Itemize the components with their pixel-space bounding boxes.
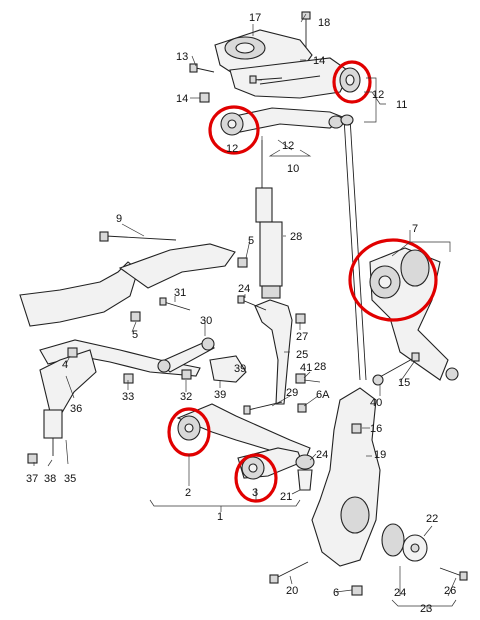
nut-16 [351, 423, 362, 434]
highlight-circle-wishbone-bushing [348, 238, 438, 322]
part-label: 31 [174, 287, 186, 299]
nut-6 [351, 585, 363, 596]
part-label: 26 [444, 585, 456, 597]
highlight-circle-upper-arm-bushing [208, 105, 260, 155]
wishbone-7 [369, 247, 459, 381]
part-label: 23 [420, 603, 432, 615]
part-label: 19 [374, 449, 386, 461]
bracket-39 [209, 355, 247, 383]
nut-28-b [295, 373, 306, 384]
bolt-15 [377, 352, 420, 379]
part-label: 21 [280, 491, 292, 503]
part-label: 7 [412, 223, 418, 235]
part-labels: 17 18 13 14 14 12 11 12 12 10 9 5 28 7 2… [26, 12, 456, 615]
part-label: 29 [286, 387, 298, 399]
part-label: 24 [238, 283, 250, 295]
part-label: 27 [296, 331, 308, 343]
nut-28-a [295, 313, 306, 324]
part-label: 28 [290, 231, 302, 243]
ball-joint-24 [295, 454, 315, 491]
bolt-31 [159, 297, 191, 311]
coupling-rod [340, 114, 367, 381]
part-label: 24 [394, 587, 406, 599]
part-label: 20 [286, 585, 298, 597]
hub-22 [381, 523, 428, 562]
bolt-25 [439, 567, 468, 581]
highlight-circle-top-right-bushing [332, 60, 372, 104]
part-label: 15 [398, 377, 410, 389]
bolt-18 [301, 11, 311, 48]
part-label: 35 [64, 473, 76, 485]
part-label: 6A [316, 389, 330, 401]
drop-link [157, 337, 216, 373]
part-label: 28 [314, 361, 326, 373]
nut-5-upper [237, 257, 248, 268]
part-label: 3 [252, 487, 258, 499]
part-label: 1 [217, 511, 223, 523]
part-label: 9 [116, 213, 122, 225]
nut-14-left [199, 92, 210, 103]
upper-control-arm [220, 107, 347, 136]
part-label: 40 [370, 397, 382, 409]
bolt-13-top [189, 63, 215, 73]
bushing-12-top-right [339, 67, 361, 93]
part-label: 18 [318, 17, 330, 29]
part-label: 14 [313, 55, 325, 67]
bushing-36 [43, 409, 63, 456]
shock-absorber [255, 140, 283, 299]
part-label: 16 [370, 423, 382, 435]
strut-fork-26 [254, 299, 293, 405]
part-label: 4 [62, 359, 68, 371]
nut-33 [123, 373, 134, 384]
part-label: 39 [234, 363, 246, 375]
part-label: 41 [300, 362, 312, 374]
part-label: 5 [132, 329, 138, 341]
part-label: 11 [396, 99, 407, 111]
part-label: 10 [287, 163, 299, 175]
bolt-9 [99, 231, 177, 242]
washer-40 [372, 374, 384, 386]
part-label: 17 [249, 12, 261, 24]
nut-6a [297, 403, 307, 413]
part-label: 5 [248, 235, 254, 247]
part-label: 37 [26, 473, 38, 485]
part-label: 24 [316, 449, 328, 461]
highlight-circle-lower-arm-bushing-3 [234, 453, 278, 503]
part-label: 39 [214, 389, 226, 401]
part-label: 32 [180, 391, 192, 403]
part-label: 38 [44, 473, 56, 485]
part-label: 36 [70, 403, 82, 415]
part-label: 22 [426, 513, 438, 525]
part-label: 33 [122, 391, 134, 403]
part-label: 6 [333, 587, 339, 599]
part-label: 13 [176, 51, 188, 63]
part-label: 14 [176, 93, 188, 105]
bolt-21 [269, 561, 309, 584]
lower-control-arm [176, 403, 311, 480]
part-label: 12 [226, 143, 238, 155]
nut-32 [181, 369, 192, 380]
nut-37 [27, 453, 38, 464]
nut-4 [67, 347, 78, 358]
part-label: 2 [185, 487, 191, 499]
strut-mount-bracket [214, 29, 351, 99]
wheel-bearing-housing [311, 387, 381, 567]
leader-lines [33, 13, 457, 612]
part-label: 12 [282, 140, 294, 152]
part-label: 12 [372, 89, 384, 101]
part-label: 25 [296, 349, 308, 361]
part-label: 30 [200, 315, 212, 327]
bolt-27 [237, 295, 267, 311]
nut-5-left [130, 311, 141, 322]
